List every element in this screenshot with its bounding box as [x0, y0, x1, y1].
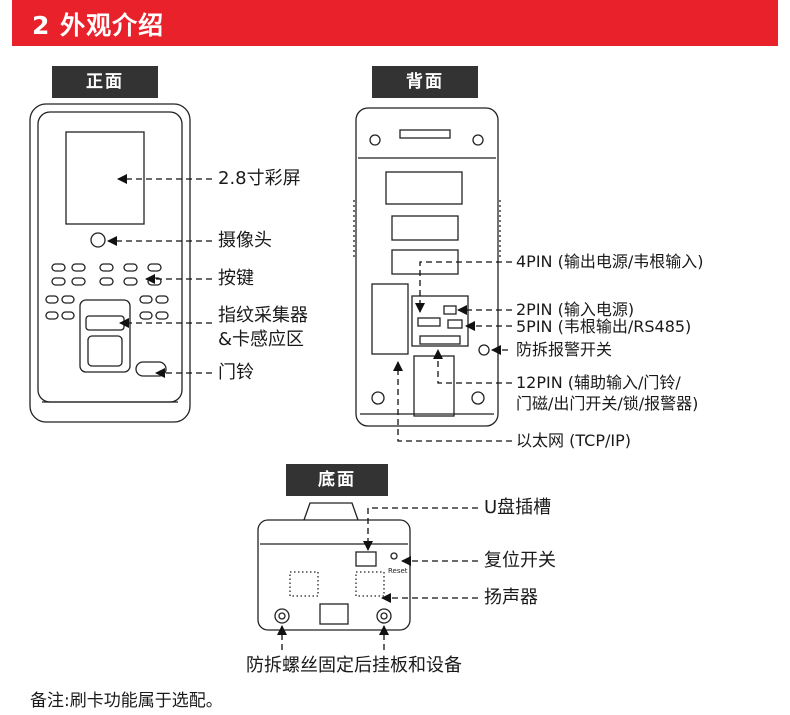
front-device: [29, 103, 191, 423]
bottom-view-tag: 底面: [286, 464, 388, 496]
camera-lens: [90, 232, 106, 248]
label-reset: 复位开关: [484, 550, 556, 571]
label-4pin: 4PIN (输出电源/韦根输入): [516, 252, 704, 271]
label-camera: 摄像头: [218, 230, 272, 251]
label-5pin: 5PIN (韦根输出/RS485): [516, 317, 692, 336]
label-tamper: 防拆报警开关: [516, 340, 613, 359]
label-12pin-1: 12PIN (辅助输入/门铃/: [516, 373, 681, 392]
label-2pin: 2PIN (输入电源): [516, 300, 635, 319]
back-view-tag: 背面: [372, 66, 478, 98]
reset-print: Reset: [388, 567, 408, 575]
fingerprint-sensor: [79, 299, 131, 373]
usb-slot-drawing: [355, 551, 377, 567]
front-screen: [65, 131, 145, 225]
bottom-device: [257, 502, 411, 631]
label-keys: 按键: [218, 268, 254, 289]
label-fingerprint-1: 指纹采集器: [218, 305, 308, 326]
back-device: [353, 107, 501, 427]
section-title: 2 外观介绍: [32, 11, 165, 40]
label-speaker: 扬声器: [484, 587, 538, 608]
label-screen: 2.8寸彩屏: [218, 168, 301, 189]
label-screws: 防拆螺丝固定后挂板和设备: [246, 655, 462, 676]
label-ethernet: 以太网 (TCP/IP): [516, 431, 631, 450]
label-usb: U盘插槽: [484, 497, 552, 518]
footnote: 备注:刷卡功能属于选配。: [30, 691, 223, 711]
label-12pin-2: 门磁/出门开关/锁/报警器): [516, 394, 699, 413]
keypad: [45, 263, 169, 320]
doorbell-button: [135, 361, 167, 377]
front-view-tag: 正面: [52, 66, 158, 98]
label-fingerprint-2: &卡感应区: [218, 329, 305, 350]
label-doorbell: 门铃: [218, 362, 254, 383]
section-header: 2 外观介绍: [12, 0, 778, 46]
